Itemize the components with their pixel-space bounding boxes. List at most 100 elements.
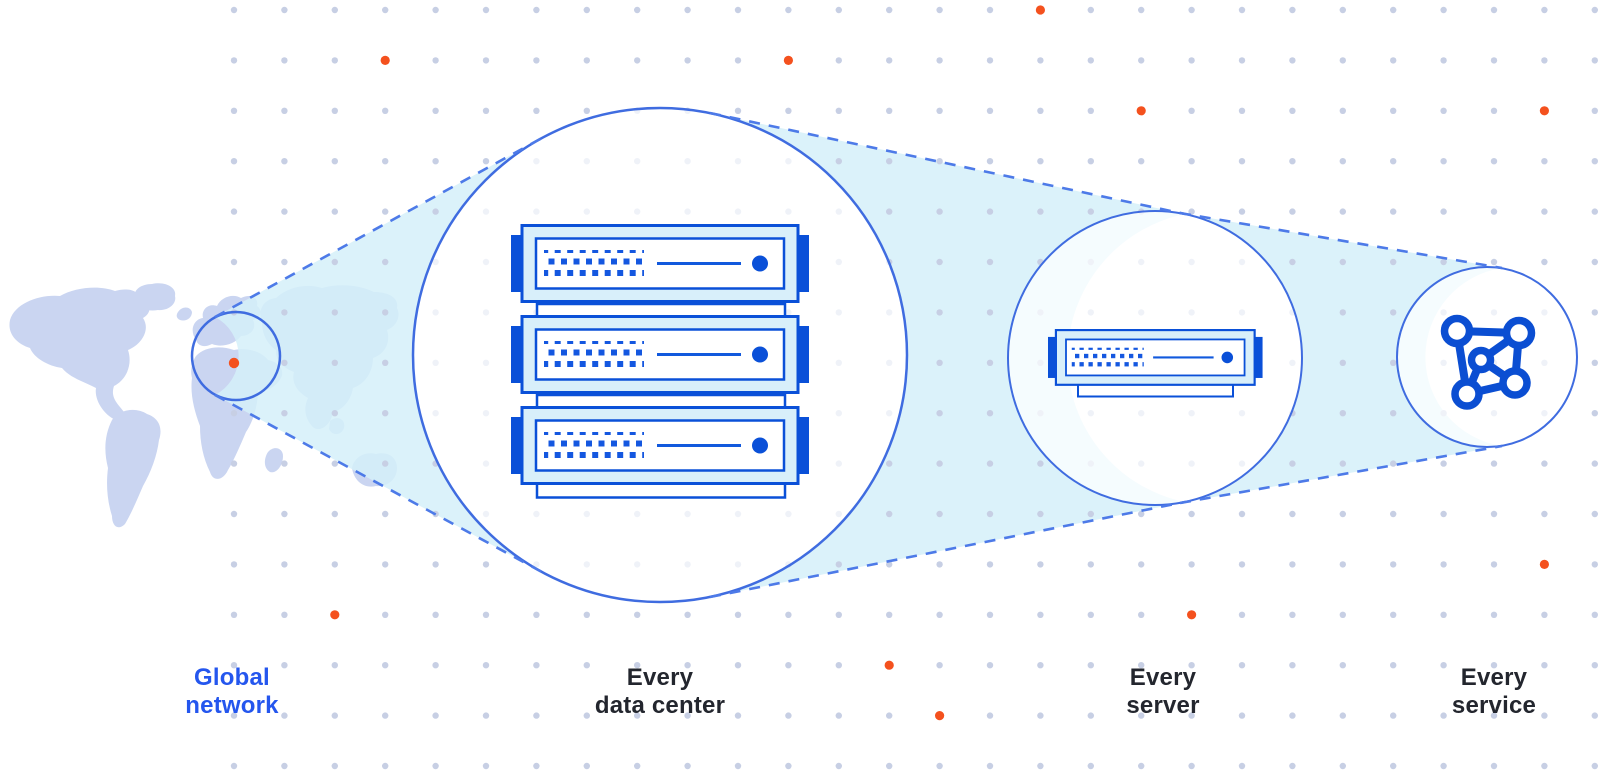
grid-dot [281,6,288,14]
grid-dot [281,611,288,618]
grid-dot [986,460,994,467]
grid-dot [1591,208,1599,215]
grid-dot [684,57,691,64]
grid-dot [1541,258,1548,266]
grid-dot [1591,460,1599,467]
grid-dot [634,662,641,669]
grid-dot [1490,57,1498,64]
grid-dot [1289,6,1296,14]
grid-dot [1490,107,1498,115]
grid-dot [1087,6,1095,14]
grid-dot [1238,510,1246,518]
grid-dot [1490,158,1498,165]
zoom-guide-lines [214,111,1503,599]
grid-dot [1339,57,1347,64]
grid-dot [331,359,338,366]
grid-dot [1289,762,1296,770]
grid-dot [835,57,842,64]
grid-dot [1591,309,1599,316]
grid-dot [1289,712,1296,719]
grid-dot [785,6,792,14]
grid-dot [1087,762,1095,770]
grid-dot [1037,158,1044,165]
grid-dot [1440,57,1447,64]
grid-dot [230,712,238,719]
grid-dot [1138,158,1145,165]
grid-dot [1440,561,1447,568]
grid-dot [281,359,288,366]
grid-dot [1390,611,1397,618]
grid-dot [382,258,389,266]
grid-dot [1087,561,1095,568]
stage-label-global-network: Global network [185,664,278,720]
grid-dot [1390,208,1397,215]
stage-label-line: data center [594,692,726,719]
grid-dot [1037,57,1044,64]
grid-dot [1188,107,1195,115]
grid-dot [1490,611,1498,618]
grid-dot [1037,561,1044,568]
grid-dot [835,561,842,568]
grid-dot [230,460,238,467]
grid-dot [1289,158,1296,165]
grid-dot [835,611,842,618]
grid-dot [1289,258,1296,266]
grid-dot [230,107,238,115]
grid-dot [835,712,842,719]
grid-dot [1289,107,1296,115]
grid-dot [936,561,943,568]
grid-dot-orange [1539,106,1549,116]
grid-dot [986,561,994,568]
grid-dot [1238,662,1246,669]
grid-dot [1390,258,1397,266]
grid-dot [986,762,994,770]
grid-dot [1440,208,1447,215]
zoom-circle-global [190,310,282,402]
grid-dot [734,662,742,669]
grid-dot [835,762,842,770]
grid-dot [886,57,893,64]
grid-dot [281,57,288,64]
grid-dot [936,258,943,266]
grid-dot [1339,309,1347,316]
grid-dot [432,208,439,215]
grid-dot [986,662,994,669]
grid-dot [1087,107,1095,115]
grid-dot [1238,107,1246,115]
grid-dot [533,712,540,719]
grid-dot [1490,712,1498,719]
grid-dot [1188,762,1195,770]
grid-dot [734,107,742,115]
grid-dot [1188,158,1195,165]
grid-dot [1541,460,1548,467]
server-rack-icon [509,406,811,485]
grid-dot [583,6,590,14]
grid-dot [1541,762,1548,770]
grid-dot [1289,460,1296,467]
grid-dot [1238,712,1246,719]
grid-dot [1440,107,1447,115]
grid-dot [382,460,389,467]
grid-dot [1188,561,1195,568]
grid-dot [936,359,943,366]
grid-dot [1138,762,1145,770]
grid-dot [533,6,540,14]
grid-dot [1188,712,1195,719]
grid-dot [986,712,994,719]
grid-dot [1188,208,1195,215]
grid-dot [936,57,943,64]
grid-dot [1339,158,1347,165]
grid-dot [1087,208,1095,215]
grid-dot [1339,662,1347,669]
grid-dot [1440,611,1447,618]
grid-dot [230,158,238,165]
grid-dot [1339,208,1347,215]
grid-dot [986,57,994,64]
grid-dot [1390,158,1397,165]
grid-dot [331,460,338,467]
grid-dot [1037,510,1044,518]
grid-dot [432,561,439,568]
grid-dot [1339,359,1347,366]
grid-dot [1339,460,1347,467]
server-rack-icon [509,315,811,394]
